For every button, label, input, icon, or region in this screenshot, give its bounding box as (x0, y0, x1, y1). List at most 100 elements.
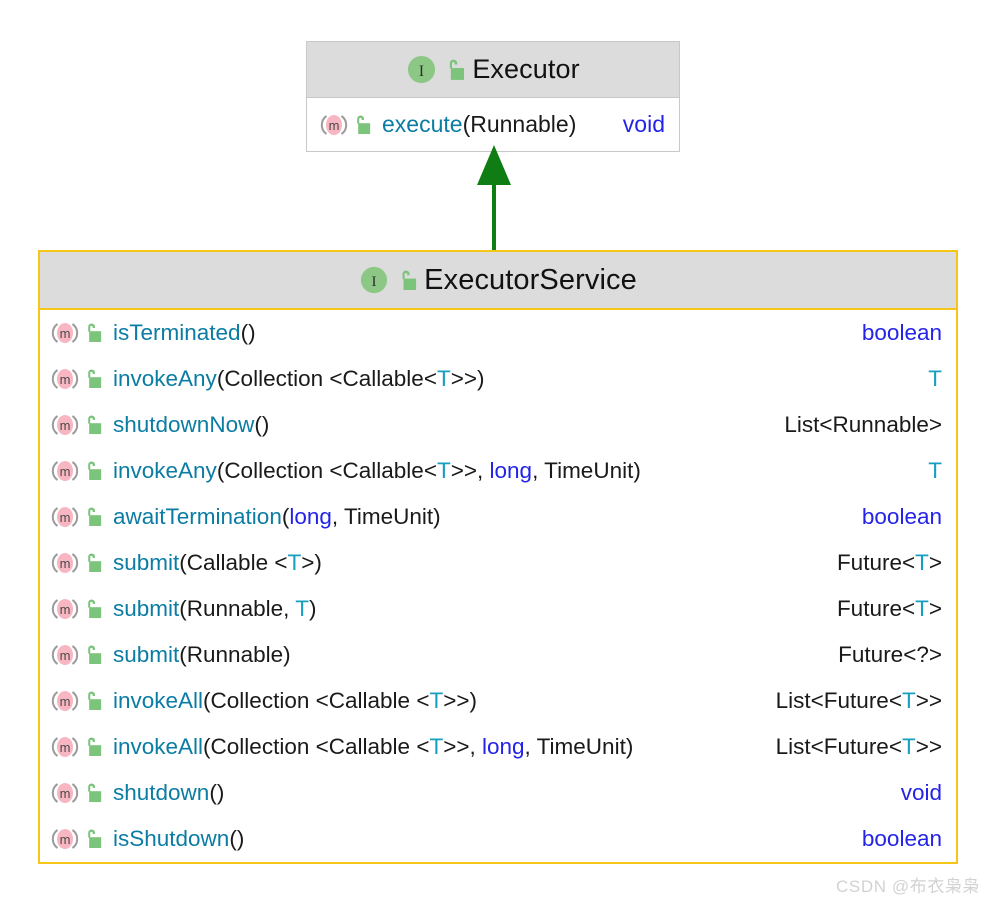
svg-text:m: m (60, 740, 71, 755)
unlocked-padlock-icon (83, 368, 102, 390)
signature-token: ( (240, 320, 249, 345)
svg-text:I: I (372, 274, 377, 290)
signature-token: Callable (342, 458, 424, 483)
method-icon: m (50, 825, 80, 853)
signature-token: T (429, 734, 444, 759)
signature-token: T (287, 550, 302, 575)
method-signature: isTerminated() (113, 320, 256, 346)
signature-token: ) (314, 550, 322, 575)
signature-token: Runnable, (186, 596, 296, 621)
signature-token: >>, (443, 734, 482, 759)
method-signature: shutdown() (113, 780, 224, 806)
method-row[interactable]: m invokeAny(Collection <Callable<T>>, lon… (40, 448, 956, 494)
method-name: invokeAny (113, 366, 217, 391)
unlocked-padlock-icon (83, 552, 102, 574)
signature-token: < (423, 366, 437, 391)
signature-token: T (928, 366, 942, 391)
method-row[interactable]: m shutdown() void (40, 770, 956, 816)
signature-token: , TimeUnit (331, 504, 434, 529)
interface-icon: I (359, 265, 390, 296)
signature-token: Future< (836, 596, 916, 621)
signature-token: Callable (328, 734, 417, 759)
signature-token: void (900, 780, 942, 805)
class-title-executor: Executor (472, 54, 580, 84)
signature-token: , TimeUnit (532, 458, 634, 483)
unlocked-padlock-icon (397, 269, 417, 292)
signature-token: ) (308, 596, 317, 621)
unlocked-padlock-icon (83, 322, 102, 344)
svg-text:m: m (60, 418, 71, 433)
signature-token: Callable (186, 550, 275, 575)
method-icon: m (50, 365, 80, 393)
method-signature: invokeAll(Collection <Callable <T>>, lon… (113, 734, 633, 760)
signature-token: ) (625, 734, 634, 759)
return-type: List<Future<T>> (766, 688, 942, 714)
method-signature: submit(Runnable, T) (113, 596, 316, 622)
method-signature: invokeAny(Collection <Callable<T>>, long… (113, 458, 641, 484)
unlocked-padlock-icon (83, 506, 102, 528)
signature-token: boolean (861, 320, 942, 345)
method-row[interactable]: m invokeAll(Collection <Callable <T>>, lo… (40, 724, 956, 770)
svg-text:m: m (60, 464, 71, 479)
signature-token: ) (261, 412, 270, 437)
signature-token: >>, (450, 458, 490, 483)
signature-token: ( (216, 458, 225, 483)
signature-token: long (289, 504, 332, 529)
return-type: List<Future<T>> (766, 734, 942, 760)
signature-token: ( (203, 734, 211, 759)
signature-token: long (489, 458, 533, 483)
unlocked-padlock-icon (83, 736, 102, 758)
signature-token: ( (281, 504, 290, 529)
method-signature: awaitTermination(long, TimeUnit) (113, 504, 441, 530)
signature-token: Collection (210, 734, 316, 759)
signature-token: ( (179, 642, 187, 667)
svg-text:m: m (60, 372, 71, 387)
method-icon: m (50, 319, 80, 347)
unlocked-padlock-icon (83, 828, 102, 850)
method-signature: execute(Runnable) (382, 111, 576, 138)
method-signature: shutdownNow() (113, 412, 269, 438)
svg-text:m: m (60, 786, 71, 801)
method-name: shutdown (113, 780, 210, 805)
return-type: T (918, 366, 942, 392)
method-icon: m (50, 641, 80, 669)
unlocked-padlock-icon (83, 690, 102, 712)
signature-token: ) (433, 504, 441, 529)
signature-token: T (928, 458, 942, 483)
method-name: invokeAll (113, 734, 204, 759)
signature-token: ( (229, 826, 237, 851)
signature-token: ( (209, 780, 217, 805)
signature-token: T (915, 596, 929, 621)
method-signature: submit(Runnable) (113, 642, 291, 668)
method-icon: m (50, 779, 80, 807)
signature-token: T (436, 458, 451, 483)
signature-token: List (784, 412, 820, 437)
signature-token: Callable (342, 366, 424, 391)
signature-token: < (329, 366, 343, 391)
signature-token: ( (216, 366, 225, 391)
signature-token: Runnable (186, 642, 284, 667)
signature-token: ) (568, 111, 577, 137)
signature-token: < (315, 688, 329, 713)
return-type: void (613, 111, 665, 138)
signature-token: >> (443, 688, 470, 713)
method-icon: m (50, 457, 80, 485)
signature-token: Runnable (470, 111, 569, 137)
method-row[interactable]: m isTerminated() boolean (40, 310, 956, 356)
signature-token: void (622, 111, 665, 137)
unlocked-padlock-icon (83, 414, 102, 436)
